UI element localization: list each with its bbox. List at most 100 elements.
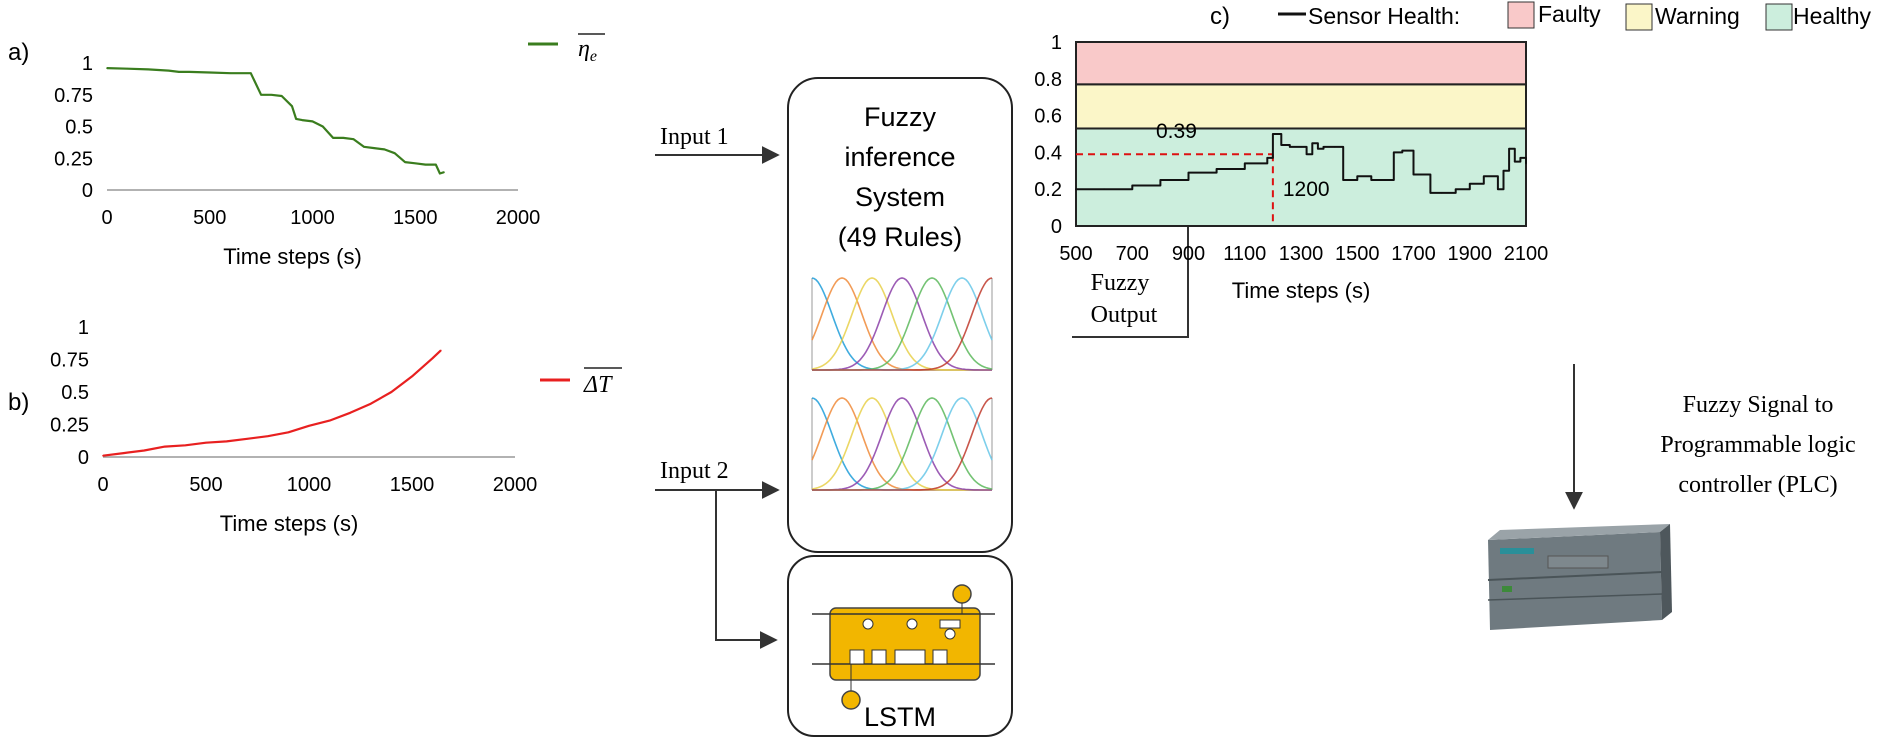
legend-healthy-label: Healthy [1793,3,1871,29]
data-point [250,72,252,74]
data-point [106,67,108,69]
data-point [370,402,372,405]
data-point [439,172,441,175]
data-point [1103,188,1105,190]
data-point [1513,160,1516,163]
data-point [1317,147,1319,150]
y-tick-label: 1 [78,317,89,339]
legend-sensor-title: Sensor Health: [1308,3,1460,29]
legend-faulty-swatch [1507,1,1535,29]
y-tick-label: 0.4 [1034,142,1062,164]
plc-text-line2: Programmable logic [1660,432,1855,458]
series-line [102,349,442,457]
x-tick-label: 1100 [1223,243,1266,265]
legend-eta: ηe [528,33,605,65]
panel-letter-c: c) [1210,3,1230,30]
data-point [280,95,283,97]
fis-title-line4: (49 Rules) [838,222,963,252]
data-point [349,412,352,414]
x-tick-label: 500 [193,207,226,229]
data-point [1305,153,1308,156]
data-point [1075,188,1077,190]
data-point [1300,146,1302,148]
data-point [295,118,297,120]
input2-label: Input 2 [660,458,729,484]
y-tick-label: 1 [82,53,93,75]
lstm-label: LSTM [864,702,936,732]
data-point [1497,188,1499,190]
data-point [1370,179,1373,181]
legend-faulty-label: Faulty [1538,1,1601,27]
band-warning [1075,83,1527,130]
fis-title-line3: System [855,182,945,212]
legend-warning-swatch [1625,3,1653,31]
data-point [1280,144,1283,146]
health-legend: Sensor Health: Faulty Warning Healthy [1278,1,1871,31]
data-point [147,68,149,71]
data-point [1288,146,1291,148]
data-point [267,435,269,438]
y-tick-label: 0.25 [50,415,89,437]
legend-warning-label: Warning [1655,3,1740,29]
data-point [373,147,375,149]
fuzzy-output-label-line2: Output [1091,302,1158,328]
data-point [363,146,365,148]
data-point [205,441,207,444]
lstm-input-node [841,690,861,710]
data-point [393,152,396,154]
membership-curve [812,397,993,491]
x-tick-label: 1500 [390,474,435,496]
y-tick-label: 0.5 [65,117,93,139]
y-tick-label: 0.6 [1034,106,1062,128]
plc-text-line3: controller (PLC) [1678,472,1837,498]
legend-dT: ΔT [540,367,622,398]
data-point [1333,146,1336,148]
x-tick-label: 1700 [1391,243,1436,265]
data-point [1508,147,1510,150]
data-point [1393,151,1395,154]
data-point [311,120,314,123]
panel-letter-a: a) [8,39,29,66]
y-tick-label: 1 [1051,32,1062,54]
x-tick-label: 2000 [496,207,541,229]
data-point [1187,171,1190,174]
data-point [1401,149,1404,152]
data-point [431,357,434,360]
y-tick-label: 0.75 [50,350,89,372]
data-point [102,454,104,457]
data-point [435,163,437,166]
y-tick-label: 0 [1051,216,1062,238]
fis-title-line1: Fuzzy [864,102,937,132]
fis-title-line2: inference [844,142,955,172]
data-point [1525,162,1527,165]
data-point [1322,146,1325,148]
membership-curve [812,277,992,371]
x-tick-label: 0 [97,474,108,496]
data-point [308,425,310,427]
data-point [332,137,334,139]
y-tick-label: 0 [82,180,93,202]
data-point [411,375,413,378]
x-tick-label: 1500 [393,207,438,229]
input2-to-lstm-arrow [715,490,778,649]
data-point [167,69,170,72]
data-point [1159,179,1162,181]
x-tick-label: 1900 [1448,243,1493,265]
data-point [424,163,427,166]
x-tick-label: 1500 [1335,243,1380,265]
x-tick-label: 900 [1172,243,1205,265]
annotation-x-label: 1200 [1283,178,1330,201]
input1-label: Input 1 [660,124,729,150]
x-tick-label: 2100 [1504,243,1549,265]
data-point [254,81,256,83]
data-point [443,171,445,174]
data-point [1356,175,1359,178]
data-point [229,72,232,74]
x-tick-label: 2000 [493,474,538,496]
data-point [321,125,324,128]
data-point [291,105,293,107]
data-point [1429,192,1432,194]
data-point [404,161,406,163]
